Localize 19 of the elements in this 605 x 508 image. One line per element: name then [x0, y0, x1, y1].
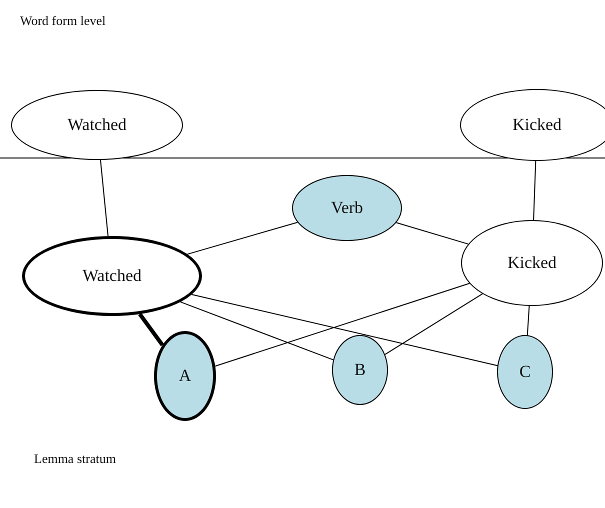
connector-line: [526, 305, 530, 336]
level-label: Lemma stratum: [34, 451, 116, 467]
node-label: Verb: [330, 198, 364, 218]
node-label: A: [178, 366, 192, 386]
level-label: Word form level: [20, 13, 106, 29]
node-label: Kicked: [507, 253, 557, 273]
node-label: C: [519, 362, 531, 382]
connector-line: [191, 294, 498, 366]
connector-line: [533, 160, 536, 220]
node-label: B: [354, 360, 366, 380]
connector-line: [396, 222, 469, 245]
node-label: Watched: [67, 115, 127, 135]
connector-line: [384, 293, 483, 355]
connector-line: [186, 222, 298, 255]
connector-line: [180, 301, 334, 360]
connector-line: [214, 282, 470, 367]
node-label: Kicked: [512, 115, 562, 135]
connector-line: [100, 159, 109, 237]
node-label: Watched: [82, 266, 142, 286]
